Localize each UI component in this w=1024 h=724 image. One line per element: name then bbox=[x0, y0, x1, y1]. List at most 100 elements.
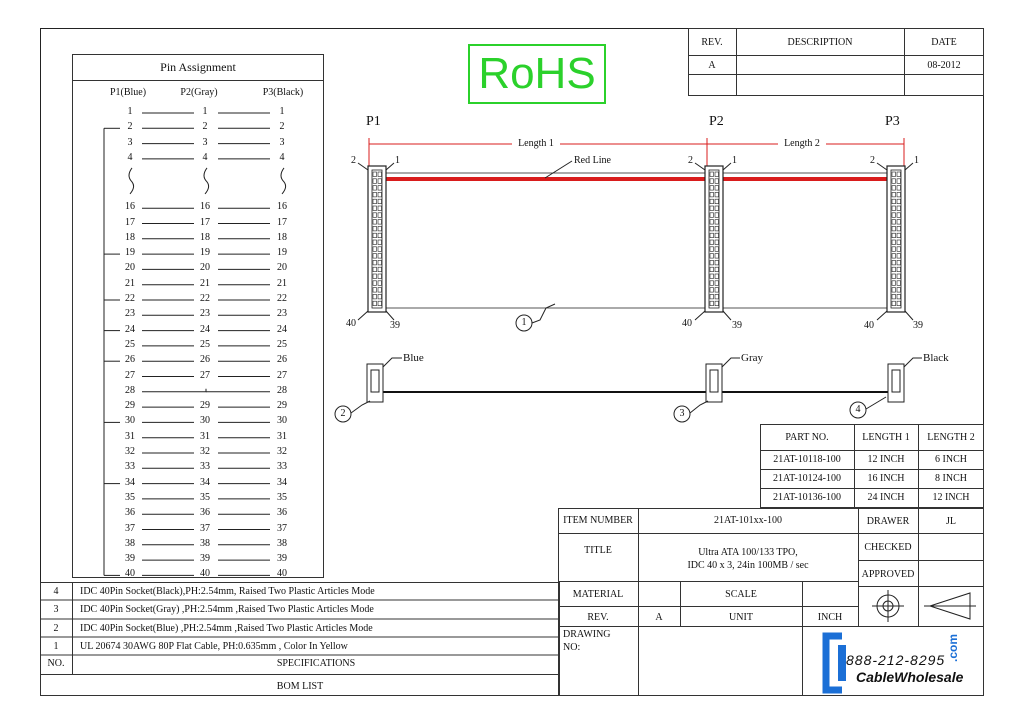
pin-cell: 1 bbox=[202, 106, 208, 117]
pin-slot bbox=[714, 273, 719, 279]
pin-slot bbox=[714, 239, 719, 245]
pin-cell: 31 bbox=[200, 430, 210, 442]
title-label: TITLE bbox=[584, 545, 612, 556]
pin-cell: 38 bbox=[277, 537, 287, 549]
pin-slot bbox=[714, 260, 719, 266]
unit-value: INCH bbox=[817, 612, 843, 623]
pin-slot bbox=[891, 178, 896, 184]
pin-slot bbox=[714, 185, 719, 191]
pin-slot bbox=[896, 226, 901, 232]
dimension-lines bbox=[368, 138, 905, 168]
p2-pin39-label: 39 bbox=[732, 320, 742, 331]
p3-label: P3 bbox=[885, 114, 900, 129]
pin-slot bbox=[891, 205, 896, 211]
pin-cell: 21 bbox=[277, 277, 287, 289]
pin-cell: 24 bbox=[277, 323, 287, 335]
pin-slot bbox=[714, 294, 719, 300]
pin-slot bbox=[377, 185, 382, 191]
pin-cell: 33 bbox=[200, 461, 210, 473]
pin-cell: 1 bbox=[279, 106, 285, 117]
part-table-cell: 12 INCH bbox=[932, 492, 970, 503]
pin-slot bbox=[372, 232, 377, 238]
pin-slot bbox=[372, 266, 377, 273]
pin-slot bbox=[896, 273, 901, 279]
title-line2: IDC 40 x 3, 24in 100MB / sec bbox=[687, 560, 809, 571]
pin-slot bbox=[891, 246, 896, 252]
pin-slot bbox=[714, 171, 719, 177]
pin-slot bbox=[891, 171, 896, 177]
pin-cell: 22 bbox=[277, 293, 287, 304]
callout-1-number: 1 bbox=[521, 317, 527, 328]
pin-cell: 25 bbox=[200, 338, 210, 350]
bom-item-spec: IDC 40Pin Socket(Blue) ,PH:2.54mm ,Raise… bbox=[80, 622, 373, 634]
title-block bbox=[558, 508, 984, 696]
drawing-no-label-2: NO: bbox=[563, 642, 581, 653]
p3-pin40-label: 40 bbox=[864, 320, 874, 331]
pin-cell: 34 bbox=[200, 476, 210, 488]
black-label: Black bbox=[923, 352, 949, 364]
pin-cell: 34 bbox=[277, 476, 287, 488]
pin-cell: 25 bbox=[277, 338, 287, 350]
pin-cell: 31 bbox=[277, 430, 287, 442]
pin-cell: 2 bbox=[202, 121, 208, 133]
pin-cell: 36 bbox=[200, 507, 210, 519]
pin-slot bbox=[377, 205, 382, 211]
pin-cell: 31 bbox=[125, 430, 135, 442]
pin-cell: 24 bbox=[200, 323, 210, 335]
revision-table bbox=[688, 28, 984, 96]
pin-slot bbox=[372, 178, 377, 184]
pin-cell: 20 bbox=[125, 262, 135, 274]
pin-cell: 27 bbox=[277, 369, 287, 381]
pin-slot bbox=[896, 185, 901, 191]
pin-cell: 37 bbox=[200, 522, 210, 534]
pin-slot bbox=[891, 185, 896, 191]
pin-cell: 2 bbox=[279, 121, 285, 133]
connector-pin-grid bbox=[372, 171, 901, 307]
pin-cell: 37 bbox=[277, 522, 287, 534]
pin-slot bbox=[891, 232, 896, 238]
pin-slot bbox=[714, 232, 719, 238]
pin-slot bbox=[714, 266, 719, 273]
pin-slot bbox=[377, 226, 382, 232]
bom-spec-header: SPECIFICATIONS bbox=[276, 658, 356, 669]
pin-cell: 37 bbox=[125, 522, 135, 534]
p2-pin40-label: 40 bbox=[682, 318, 692, 329]
pin-cell: 2 bbox=[127, 121, 133, 133]
pin-cell: 3 bbox=[279, 136, 285, 148]
callout-3-number: 3 bbox=[679, 408, 685, 419]
pin-cell: 3 bbox=[127, 136, 133, 148]
side-connector-gray bbox=[705, 363, 723, 403]
pin-slot bbox=[709, 300, 714, 307]
pin-slot bbox=[896, 212, 901, 218]
pin-link-p1-p3 bbox=[142, 388, 207, 393]
pin-slot bbox=[377, 219, 382, 225]
pin-slot bbox=[714, 178, 719, 184]
pin-slot bbox=[891, 300, 896, 307]
item-number-value: 21AT-101xx-100 bbox=[714, 515, 782, 526]
pin-slot bbox=[896, 192, 901, 198]
pin-slot bbox=[714, 192, 719, 198]
pin-slot bbox=[896, 260, 901, 266]
rev-value-title: A bbox=[655, 612, 663, 623]
bom-item-no: 3 bbox=[53, 604, 59, 616]
bom-item-spec: IDC 40Pin Socket(Black),PH:2.54mm, Raise… bbox=[80, 586, 375, 597]
col-p3-black: P3(Black) bbox=[262, 87, 304, 98]
pin-slot bbox=[709, 260, 714, 266]
item-number-label: ITEM NUMBER bbox=[563, 515, 633, 526]
p3-pin1-label: 1 bbox=[914, 155, 919, 166]
pin-cell: 39 bbox=[125, 553, 135, 565]
side-connector-black bbox=[887, 363, 905, 403]
pin-slot bbox=[377, 280, 382, 286]
pin-cell: 27 bbox=[200, 369, 210, 381]
pin-cell: 35 bbox=[200, 491, 210, 503]
pin-cell: 16 bbox=[200, 201, 210, 213]
pin-cell: 16 bbox=[125, 201, 135, 213]
pin-slot bbox=[377, 266, 382, 273]
pin-cell: 22 bbox=[200, 293, 210, 304]
pin-cell: 18 bbox=[125, 231, 135, 243]
length1-header: LENGTH 1 bbox=[862, 432, 910, 443]
pin-cell: 35 bbox=[277, 491, 287, 503]
pin-slot bbox=[714, 280, 719, 286]
scale-label: SCALE bbox=[725, 589, 757, 600]
pin-slot bbox=[709, 212, 714, 218]
